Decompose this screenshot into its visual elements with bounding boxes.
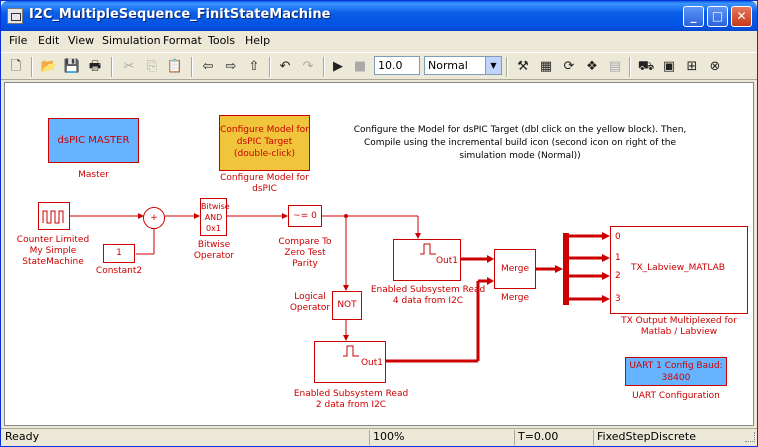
menu-format[interactable]: Format <box>163 34 202 47</box>
not-block[interactable]: NOT <box>332 291 362 320</box>
logical-operator-label: Logical Operator <box>289 292 331 313</box>
resize-grip[interactable] <box>745 432 755 442</box>
enabled-subsystem-1-label: Enabled Subsystem Read 4 data from I2C <box>370 285 486 306</box>
model-browser-icon[interactable]: ▣ <box>662 59 676 74</box>
menu-file[interactable]: File <box>9 34 28 47</box>
bitwise-and-block[interactable]: Bitwise AND 0x1 <box>200 198 230 236</box>
compare-to-zero-label: Compare To Zero Test Parity <box>278 237 332 269</box>
compare-to-zero-block[interactable]: ~= 0 <box>288 205 322 227</box>
toolbar-separator <box>506 57 508 77</box>
uart-config-block[interactable]: UART 1 Config Baud: 38400 <box>625 357 727 386</box>
constant2-label: Constant2 <box>95 266 143 276</box>
cut-icon[interactable]: ✂ <box>123 59 135 74</box>
profiler-icon[interactable]: ⊗ <box>709 59 721 74</box>
copy-icon[interactable]: ⎘ <box>146 59 158 74</box>
menu-bar: File Edit View Simulation Format Tools H… <box>1 31 757 51</box>
toolbar-separator <box>191 57 193 77</box>
enabled-subsystem-1-block[interactable]: Out1 <box>393 239 461 281</box>
simulation-mode-select[interactable]: Normal ▼ <box>424 56 502 75</box>
status-divider <box>369 430 370 445</box>
start-simulation-icon[interactable]: ▶ <box>333 59 343 74</box>
tx-port-3: 3 <box>615 294 621 304</box>
undo-icon[interactable]: ↶ <box>279 59 291 74</box>
configure-model-block[interactable]: Configure Model for dsPIC Target (double… <box>219 115 310 171</box>
window-title: I2C_MultipleSequence_FinitStateMachine <box>29 7 331 22</box>
toolbar-separator <box>629 57 631 77</box>
counter-label: Counter Limited My Simple StateMachine <box>16 235 90 267</box>
print-icon[interactable]: 🖶 <box>88 59 102 74</box>
tx-output-label: TX Output Multiplexed for Matlab / Labvi… <box>621 316 737 337</box>
menu-tools[interactable]: Tools <box>208 34 236 47</box>
tx-port-0: 0 <box>615 232 621 242</box>
configure-model-label: Configure Model for dsPIC <box>220 173 309 194</box>
enabled-subsystem-2-block[interactable]: Out1 <box>314 341 386 383</box>
close-button[interactable]: ✕ <box>731 6 752 27</box>
status-sim-time: T=0.00 <box>518 430 559 443</box>
menu-view[interactable]: View <box>68 34 95 47</box>
status-zoom: 100% <box>373 430 405 443</box>
save-icon[interactable]: 💾 <box>63 59 81 74</box>
title-bar[interactable]: I2C_MultipleSequence_FinitStateMachine _… <box>1 1 757 31</box>
simulation-mode-value: Normal <box>428 59 468 72</box>
model-advisor-icon[interactable]: ▤ <box>608 59 622 74</box>
tx-labview-matlab-block[interactable]: 0 1 2 3 TX_Labview_MATLAB <box>610 226 748 314</box>
instructions-note: Configure the Model for dsPIC Target (db… <box>353 125 687 161</box>
enable-pulse-icon <box>420 243 436 255</box>
open-folder-icon[interactable]: 📂 <box>40 59 58 74</box>
minimize-button[interactable]: _ <box>683 6 704 27</box>
tx-block-title: TX_Labview_MATLAB <box>631 263 725 273</box>
maximize-button[interactable]: □ <box>707 6 728 27</box>
new-model-icon[interactable]: 🗋 <box>10 59 22 74</box>
build-icon[interactable]: ⚒ <box>517 59 529 74</box>
enable-pulse-icon <box>343 345 359 357</box>
constant2-block[interactable]: 1 <box>103 244 135 263</box>
subsystem-2-out-port: Out1 <box>360 358 383 368</box>
status-bar: Ready 100% T=0.00 FixedStepDiscrete <box>1 428 757 446</box>
debugger-icon[interactable]: ⊞ <box>686 59 698 74</box>
toolbar-separator <box>111 57 113 77</box>
menu-help[interactable]: Help <box>245 34 271 47</box>
status-ready: Ready <box>5 430 40 443</box>
sum-block[interactable]: + <box>143 207 165 229</box>
master-label: Master <box>78 170 109 180</box>
merge-block[interactable]: Merge <box>494 249 536 289</box>
model-explorer-icon[interactable]: ⛟ <box>637 59 655 74</box>
incremental-build-icon[interactable]: ▦ <box>539 59 553 74</box>
bitwise-operator-label: Bitwise Operator <box>193 240 235 261</box>
stop-time-input[interactable]: 10.0 <box>374 56 420 75</box>
signal-lines <box>70 213 610 363</box>
status-solver: FixedStepDiscrete <box>597 430 696 443</box>
dspic-master-block[interactable]: dsPIC MASTER <box>48 118 139 163</box>
library-browser-icon[interactable]: ❖ <box>586 59 598 74</box>
chevron-down-icon[interactable]: ▼ <box>485 57 501 74</box>
forward-arrow-icon[interactable]: ⇨ <box>225 59 237 74</box>
toolbar-separator <box>269 57 271 77</box>
uart-configuration-label: UART Configuration <box>632 391 720 401</box>
up-arrow-icon[interactable]: ⇧ <box>248 59 260 74</box>
toolbar-separator <box>323 57 325 77</box>
paste-icon[interactable]: 📋 <box>166 59 184 74</box>
enabled-subsystem-2-label: Enabled Subsystem Read 2 data from I2C <box>293 389 409 410</box>
counter-waveform-icon <box>42 210 64 224</box>
menu-edit[interactable]: Edit <box>38 34 60 47</box>
menu-simulation[interactable]: Simulation <box>102 34 161 47</box>
tx-port-2: 2 <box>615 271 621 281</box>
merge-label: Merge <box>500 293 530 303</box>
toolbar-separator <box>31 57 33 77</box>
status-divider <box>514 430 515 445</box>
status-divider <box>593 430 594 445</box>
subsystem-1-out-port: Out1 <box>435 256 458 266</box>
simulink-model-icon[interactable] <box>7 8 23 24</box>
back-arrow-icon[interactable]: ⇦ <box>202 59 214 74</box>
stop-simulation-icon[interactable]: ■ <box>353 59 367 74</box>
counter-limited-block[interactable] <box>38 202 70 230</box>
tx-port-1: 1 <box>615 253 621 263</box>
model-canvas[interactable]: dsPIC MASTER Master Configure Model for … <box>4 82 754 426</box>
update-diagram-icon[interactable]: ⟳ <box>563 59 575 74</box>
redo-icon[interactable]: ↷ <box>302 59 314 74</box>
